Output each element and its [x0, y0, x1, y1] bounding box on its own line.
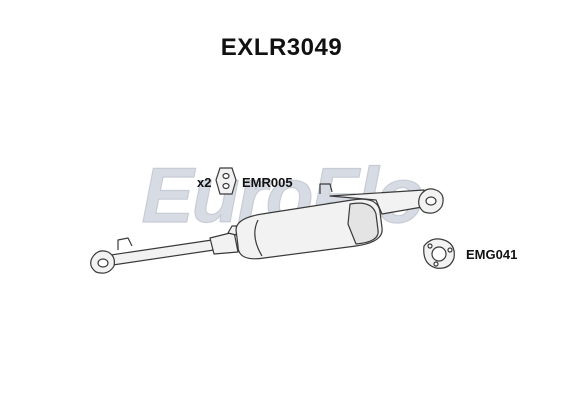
silencer-seam: [254, 219, 263, 257]
gasket-code: EMG041: [466, 247, 518, 262]
gasket-icon: [423, 238, 455, 269]
inlet-pipe: [103, 239, 215, 267]
inlet-flange: [90, 250, 115, 274]
exhaust-assembly: [90, 183, 444, 274]
inlet-hanger: [117, 237, 133, 250]
outlet-hanger: [319, 183, 333, 194]
outlet-pipe: [329, 189, 429, 215]
mounting-rubber-code: EMR005: [242, 175, 293, 190]
mounting-rubber-qty: x2: [197, 175, 212, 190]
mounting-rubber-icon: [215, 167, 237, 195]
reducer-cone: [209, 231, 239, 255]
silencer-end: [347, 202, 379, 245]
outlet-flange: [418, 188, 444, 214]
part-number-title: EXLR3049: [220, 34, 343, 61]
silencer-box: [235, 198, 383, 260]
